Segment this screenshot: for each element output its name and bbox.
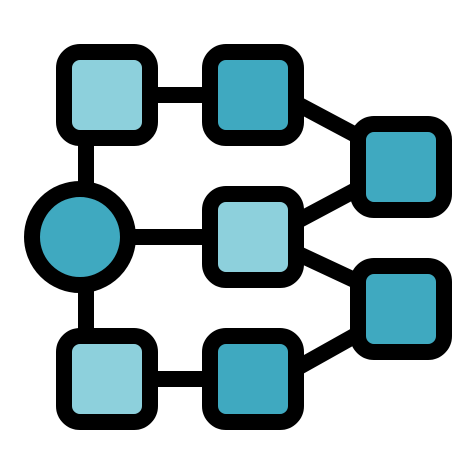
node-root-circle	[24, 181, 136, 293]
node-center	[202, 186, 304, 288]
node-bottom-left	[56, 328, 158, 430]
node-right-upper	[350, 116, 452, 218]
node-bottom-middle	[202, 328, 304, 430]
node-top-left	[56, 44, 158, 146]
node-group	[24, 44, 452, 430]
node-right-lower	[350, 258, 452, 360]
node-top-middle	[202, 44, 304, 146]
